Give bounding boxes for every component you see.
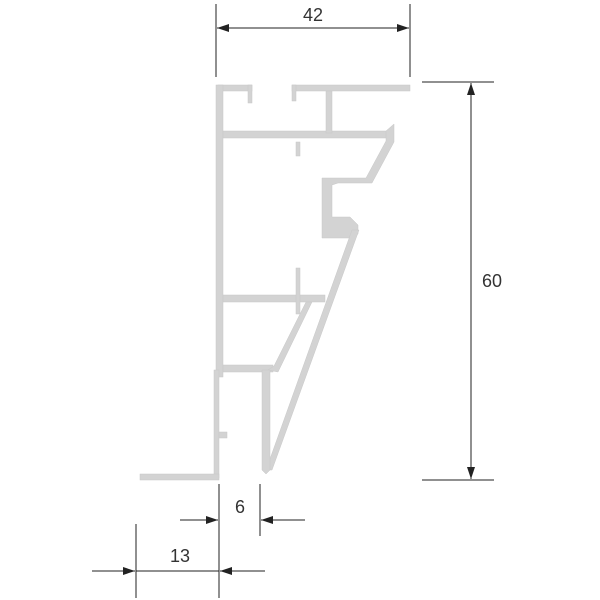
profile-top-hook-right — [291, 84, 297, 102]
dimension-flange-bottom: 13 — [92, 524, 265, 598]
profile-left-wall — [215, 84, 224, 378]
dimension-width-top: 42 — [215, 4, 411, 77]
dim-60-label: 60 — [482, 271, 502, 291]
profile-lower-nub — [218, 431, 228, 439]
extrusion-profile — [139, 84, 411, 481]
profile-lower-wall — [213, 369, 220, 479]
dim-13-label: 13 — [170, 546, 190, 566]
profile-upper-outer-wall — [321, 123, 395, 239]
dimension-gap-bottom: 6 — [180, 484, 305, 598]
profile-inner-leg — [261, 369, 271, 475]
profile-top-hook-left — [247, 84, 253, 104]
profile-middle-web — [222, 294, 326, 303]
profile-top-flange-right — [291, 84, 411, 92]
profile-inner-diagonal — [267, 301, 313, 373]
profile-diagonal-outer-wall — [265, 229, 360, 471]
profile-tick-upper — [295, 141, 301, 157]
profile-bottom-foot — [139, 473, 220, 481]
profile-upper-web — [222, 130, 394, 139]
dim-42-label: 42 — [303, 5, 323, 25]
profile-top-post — [325, 90, 333, 134]
dim-6-label: 6 — [235, 497, 245, 517]
profile-tick-middle — [295, 267, 301, 315]
dimension-height-right: 60 — [422, 81, 502, 481]
